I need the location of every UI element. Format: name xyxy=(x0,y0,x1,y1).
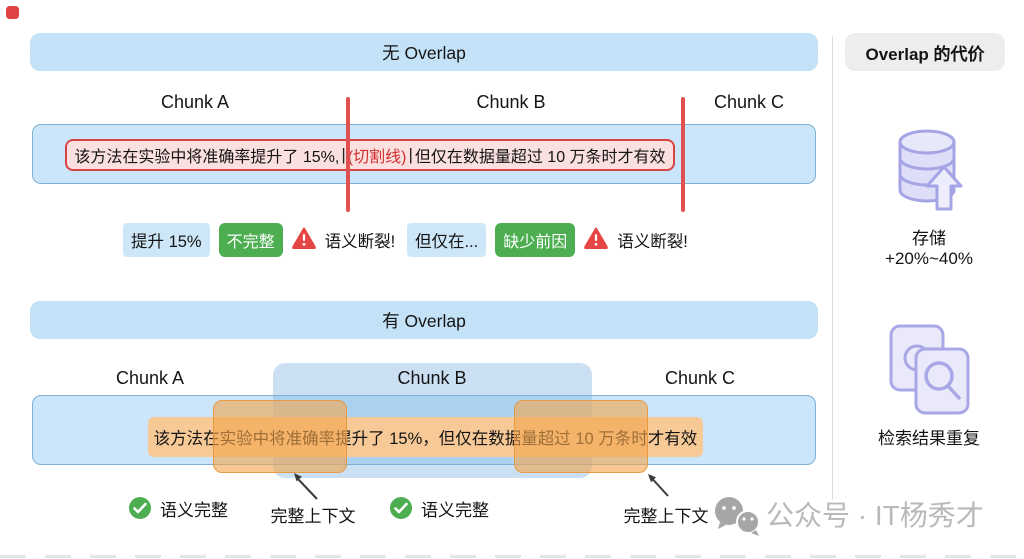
sidebar-divider xyxy=(832,36,833,500)
increase-arrow-icon xyxy=(923,163,965,220)
cut-separator: | xyxy=(408,145,413,164)
semantic-complete-text: 语义完整 xyxy=(421,501,489,520)
section-title-with-overlap: 有 Overlap xyxy=(30,301,818,339)
chunk-b-label: Chunk B xyxy=(476,92,546,112)
chunk-b-label: Chunk B xyxy=(397,368,467,388)
fragment-text: 提升 15% xyxy=(123,223,210,257)
issue-group-2: 但仅在... 缺少前因 语义断裂! xyxy=(407,222,688,258)
section-title-text: 无 Overlap xyxy=(382,42,466,63)
warning-icon xyxy=(584,227,609,254)
sidebar-title: Overlap 的代价 xyxy=(845,33,1005,71)
full-context-label: 完整上下文 xyxy=(270,507,356,526)
check-icon xyxy=(389,496,413,525)
context-arrow xyxy=(288,470,322,507)
sentence-part1: 该方法在实验中将准确率提升了 15%, xyxy=(74,149,340,166)
chunk-a-label: Chunk A xyxy=(160,92,230,112)
cut-separator: | xyxy=(341,145,346,164)
cut-line-1 xyxy=(346,97,350,212)
storage-value: +20%~40% xyxy=(885,249,973,268)
split-sentence-box: 该方法在实验中将准确率提升了 15%,|(切割线)|但仅在数据量超过 10 万条… xyxy=(65,139,675,171)
chunk-a-label: Chunk A xyxy=(115,368,185,388)
chunk-c-label: Chunk C xyxy=(713,92,785,112)
issue-group-1: 提升 15% 不完整 语义断裂! xyxy=(123,222,395,258)
cut-line-label: (切割线) xyxy=(347,149,407,166)
semantic-break-text: 语义断裂! xyxy=(617,233,688,251)
missing-context-badge: 缺少前因 xyxy=(495,223,576,257)
full-context-label: 完整上下文 xyxy=(623,507,709,526)
sentence-part2: 但仅在数据量超过 10 万条时才有效 xyxy=(414,149,666,166)
bottom-edge-dashes xyxy=(0,555,1024,558)
wechat-icon xyxy=(711,496,765,543)
context-arrow xyxy=(642,469,676,507)
fragment-text: 但仅在... xyxy=(407,223,487,257)
overlap-region-2 xyxy=(514,400,648,473)
sidebar-title-text: Overlap 的代价 xyxy=(865,44,985,64)
storage-label: 存储 xyxy=(912,229,946,248)
section-title-no-overlap: 无 Overlap xyxy=(30,33,818,71)
duplicate-results-label: 检索结果重复 xyxy=(878,429,980,448)
watermark-text: 公众号 · IT杨秀才 xyxy=(766,500,984,531)
semantic-break-text: 语义断裂! xyxy=(324,233,396,251)
cut-line-2 xyxy=(681,97,685,212)
duplicate-search-icon xyxy=(888,323,972,422)
recording-dot xyxy=(6,6,19,19)
chunk-c-label: Chunk C xyxy=(664,368,736,388)
overlap-region-1 xyxy=(213,400,347,473)
check-icon xyxy=(128,496,152,525)
database-increase-icon xyxy=(895,128,959,217)
semantic-complete-text: 语义完整 xyxy=(160,501,228,520)
section-title-text: 有 Overlap xyxy=(382,310,466,331)
incomplete-badge: 不完整 xyxy=(218,223,283,257)
warning-icon xyxy=(291,227,316,254)
